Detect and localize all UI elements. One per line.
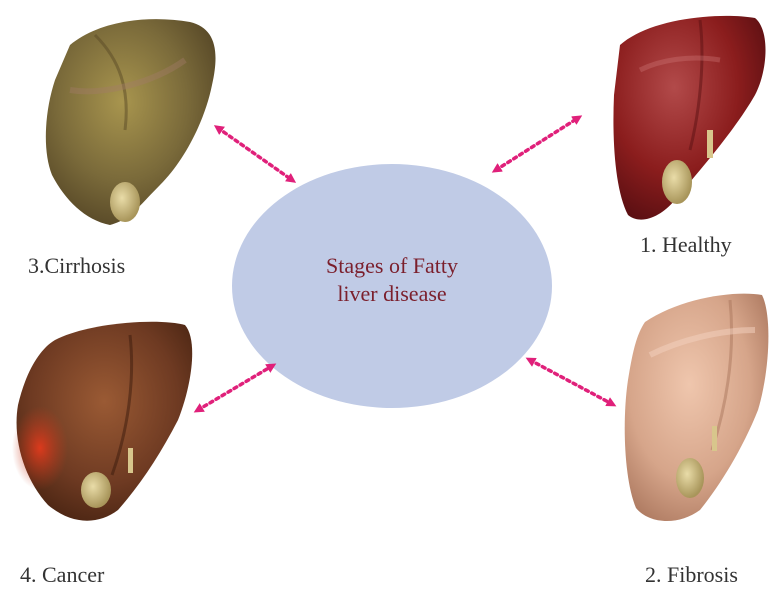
stage-label-cirrhosis: 3.Cirrhosis (28, 253, 125, 279)
arrow-center-to-healthy (496, 118, 578, 170)
stage-label-healthy: 1. Healthy (640, 232, 732, 258)
cancer-liver-icon (12, 322, 192, 521)
stage-label-cancer: 4. Cancer (20, 562, 104, 588)
arrow-center-to-cirrhosis (218, 128, 292, 180)
arrow-center-to-cancer (198, 366, 272, 410)
healthy-liver-icon (613, 16, 765, 220)
center-title-line1: Stages of Fatty (270, 252, 514, 280)
fibrosis-liver-icon (625, 294, 769, 521)
center-title: Stages of Fatty liver disease (270, 252, 514, 308)
center-title-line2: liver disease (270, 280, 514, 308)
cirrhosis-liver-icon (46, 19, 216, 225)
arrow-center-to-fibrosis (530, 360, 612, 404)
stage-label-fibrosis: 2. Fibrosis (645, 562, 738, 588)
